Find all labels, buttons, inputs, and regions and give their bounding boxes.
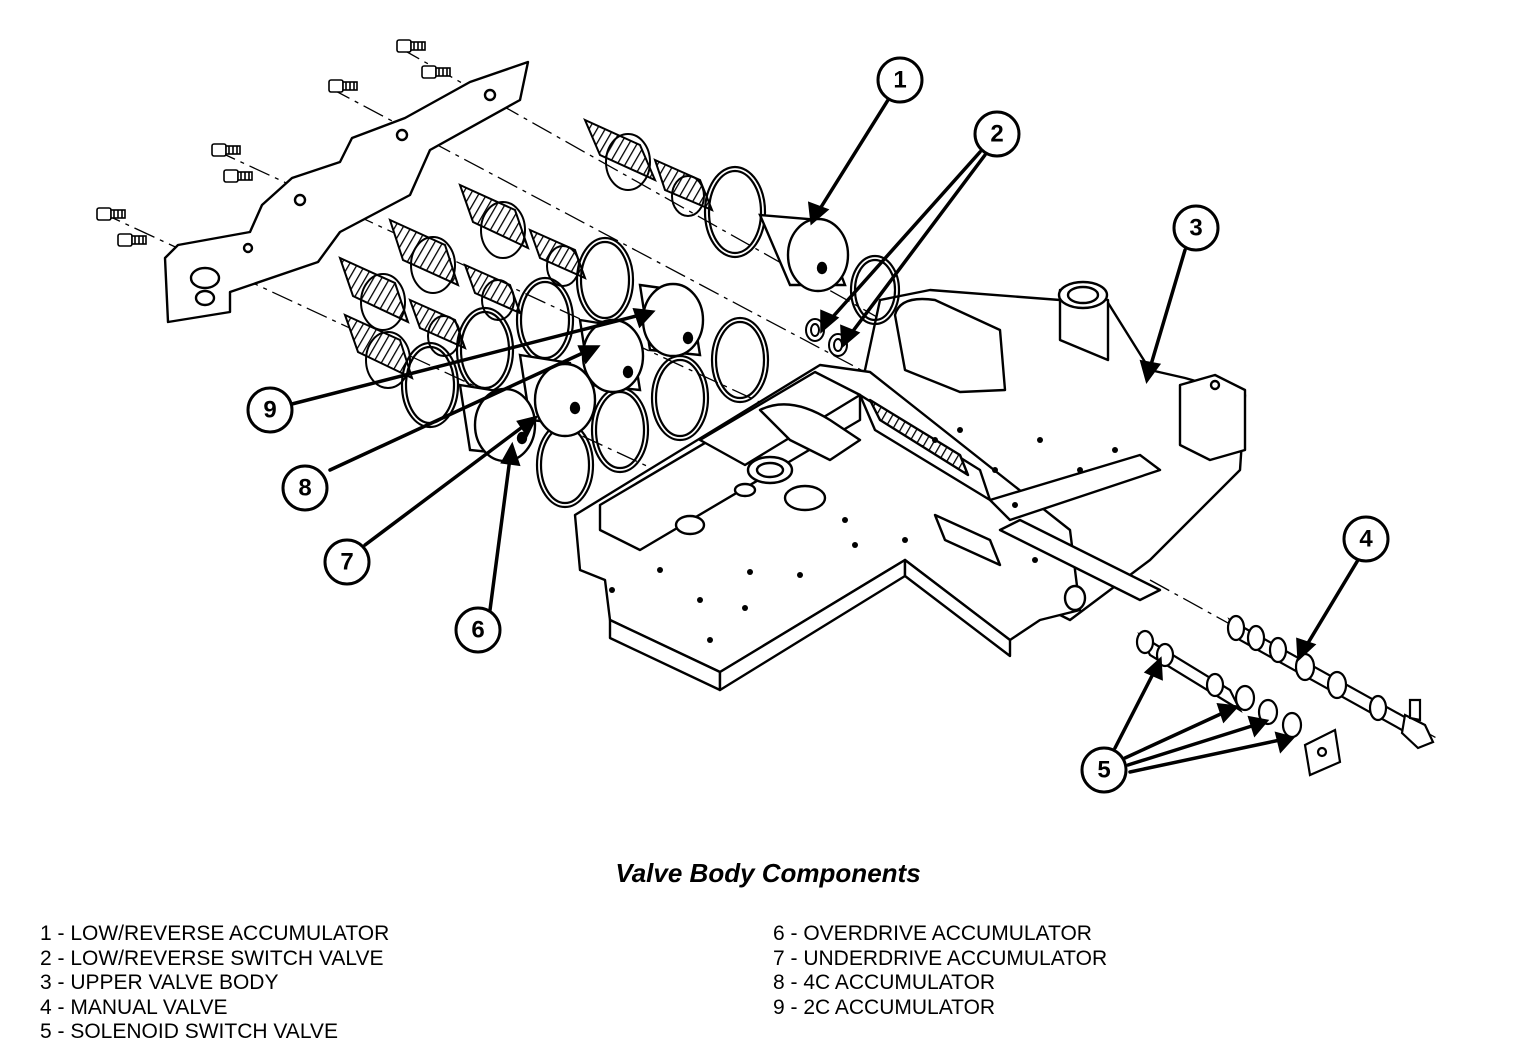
svg-text:4: 4 [1359,526,1373,553]
legend-item: 5 - SOLENOID SWITCH VALVE [40,1020,338,1043]
callout-1: 1 [876,56,924,104]
valve-body-diagram: 1 2 3 4 5 6 7 8 [96,39,1441,794]
svg-text:6: 6 [471,617,484,644]
accumulator-springs [338,118,714,380]
mounting-bracket [163,60,530,324]
svg-text:8: 8 [298,475,311,502]
legend-left-column: 1 - LOW/REVERSE ACCUMULATOR 2 - LOW/REVE… [40,922,389,1045]
legend-item: 8 - 4C ACCUMULATOR [773,971,996,994]
legend-item: 9 - 2C ACCUMULATOR [773,995,996,1019]
callout-5: 5 [1080,746,1128,794]
svg-text:9: 9 [263,397,276,424]
plate-holes [609,427,1118,643]
legend-item: 3 - UPPER VALVE BODY [40,971,279,994]
legend-item: 6 - OVERDRIVE ACCUMULATOR [773,922,1092,945]
solenoid-switch-valve [1135,629,1342,777]
callout-8: 8 [281,464,329,512]
svg-text:7: 7 [340,549,353,576]
legend-right-column: 6 - OVERDRIVE ACCUMULATOR 7 - UNDERDRIVE… [773,922,1107,1020]
callout-markers: 1 2 3 4 5 6 7 8 [246,56,1390,794]
legend-item: 4 - MANUAL VALVE [40,995,228,1019]
callout-3: 3 [1172,204,1220,252]
svg-text:3: 3 [1189,215,1202,242]
manual-valve [1226,614,1435,750]
bracket-bolts [96,39,451,247]
callout-6: 6 [454,606,502,654]
callout-4: 4 [1342,515,1390,563]
svg-text:1: 1 [893,67,906,94]
callout-9: 9 [246,386,294,434]
svg-text:5: 5 [1097,757,1110,784]
figure-caption: Valve Body Components [615,858,921,888]
callout-7: 7 [323,538,371,586]
svg-text:2: 2 [990,121,1003,148]
legend-item: 1 - LOW/REVERSE ACCUMULATOR [40,922,390,945]
callout-2: 2 [973,110,1021,158]
legend-item: 7 - UNDERDRIVE ACCUMULATOR [773,946,1108,970]
switch-valve-pieces [805,318,848,357]
leader-arrows [286,98,1360,774]
legend-item: 2 - LOW/REVERSE SWITCH VALVE [40,946,384,970]
